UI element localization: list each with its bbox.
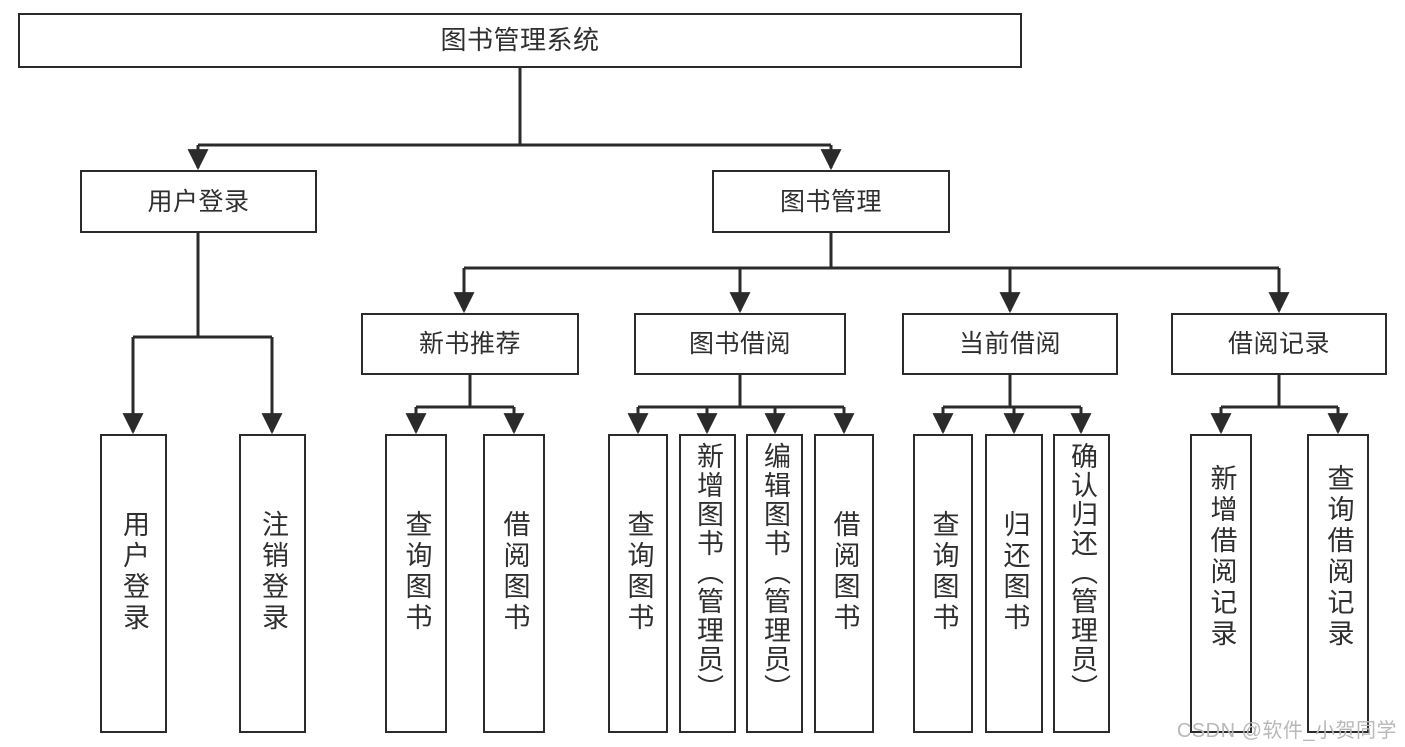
node-borrow-record-label: 借阅记录 — [1227, 330, 1330, 358]
node-leaf-return-book-label: 归还图书 — [999, 510, 1030, 634]
node-current-borrow[interactable]: 当前借阅 — [902, 313, 1118, 375]
node-leaf-user-logout-label: 注销登录 — [258, 510, 288, 634]
node-leaf-borrow-book-2-label: 借阅图书 — [829, 510, 860, 634]
node-leaf-confirm-return[interactable]: 确认归还（管理员） — [1053, 434, 1110, 733]
node-leaf-query-book-1[interactable]: 查询图书 — [385, 434, 447, 733]
node-user-login[interactable]: 用户登录 — [80, 170, 317, 233]
node-leaf-query-book-3-label: 查询图书 — [928, 510, 959, 634]
node-leaf-user-login[interactable]: 用户登录 — [100, 434, 167, 733]
node-leaf-return-book[interactable]: 归还图书 — [985, 434, 1043, 733]
watermark-text: CSDN @软件_小贺同学 — [1176, 720, 1397, 742]
node-leaf-borrow-book-1-label: 借阅图书 — [499, 510, 530, 634]
node-user-login-label: 用户登录 — [147, 187, 250, 216]
node-leaf-confirm-return-label: 确认归还（管理员） — [1067, 442, 1097, 703]
node-leaf-query-book-1-label: 查询图书 — [401, 510, 432, 634]
node-leaf-user-logout[interactable]: 注销登录 — [239, 434, 306, 733]
node-leaf-user-login-label: 用户登录 — [119, 510, 149, 634]
node-leaf-add-record-label: 新增借阅记录 — [1206, 464, 1237, 650]
node-book-manage[interactable]: 图书管理 — [712, 170, 950, 233]
node-root[interactable]: 图书管理系统 — [18, 13, 1022, 68]
node-book-manage-label: 图书管理 — [779, 187, 882, 216]
node-leaf-query-book-3[interactable]: 查询图书 — [913, 434, 973, 733]
node-leaf-edit-book-label: 编辑图书（管理员） — [760, 442, 790, 703]
node-book-borrow-label: 图书借阅 — [688, 330, 791, 358]
node-root-label: 图书管理系统 — [440, 24, 600, 55]
node-leaf-borrow-book-2[interactable]: 借阅图书 — [814, 434, 874, 733]
node-leaf-add-record[interactable]: 新增借阅记录 — [1190, 434, 1252, 733]
node-new-book-rec[interactable]: 新书推荐 — [361, 313, 579, 375]
node-book-borrow[interactable]: 图书借阅 — [634, 313, 846, 375]
node-leaf-edit-book[interactable]: 编辑图书（管理员） — [746, 434, 803, 733]
node-leaf-query-record-label: 查询借阅记录 — [1323, 464, 1354, 650]
node-leaf-add-book-label: 新增图书（管理员） — [693, 442, 723, 703]
node-new-book-rec-label: 新书推荐 — [418, 330, 521, 358]
node-leaf-borrow-book-1[interactable]: 借阅图书 — [483, 434, 545, 733]
node-leaf-query-book-2-label: 查询图书 — [623, 510, 654, 634]
node-leaf-query-record[interactable]: 查询借阅记录 — [1307, 434, 1369, 733]
node-current-borrow-label: 当前借阅 — [958, 330, 1061, 358]
node-leaf-query-book-2[interactable]: 查询图书 — [608, 434, 668, 733]
node-borrow-record[interactable]: 借阅记录 — [1171, 313, 1387, 375]
node-leaf-add-book[interactable]: 新增图书（管理员） — [679, 434, 736, 733]
